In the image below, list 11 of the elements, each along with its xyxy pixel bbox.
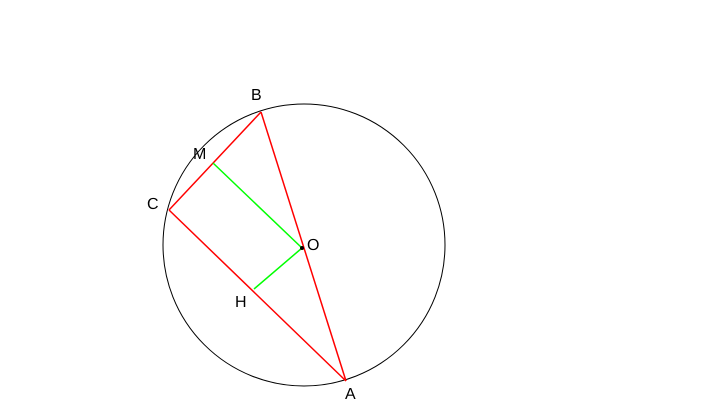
- point-label: O: [307, 238, 320, 254]
- line-segment: [260, 112, 347, 382]
- point-label: C: [147, 197, 159, 213]
- line-segment: [254, 247, 302, 290]
- line-segment: [168, 111, 262, 211]
- line-segment: [168, 209, 347, 382]
- point-label: M: [193, 147, 206, 163]
- point-label: B: [251, 88, 262, 104]
- point-label: H: [235, 295, 247, 311]
- point-label: A: [345, 387, 356, 403]
- line-segment: [212, 162, 303, 249]
